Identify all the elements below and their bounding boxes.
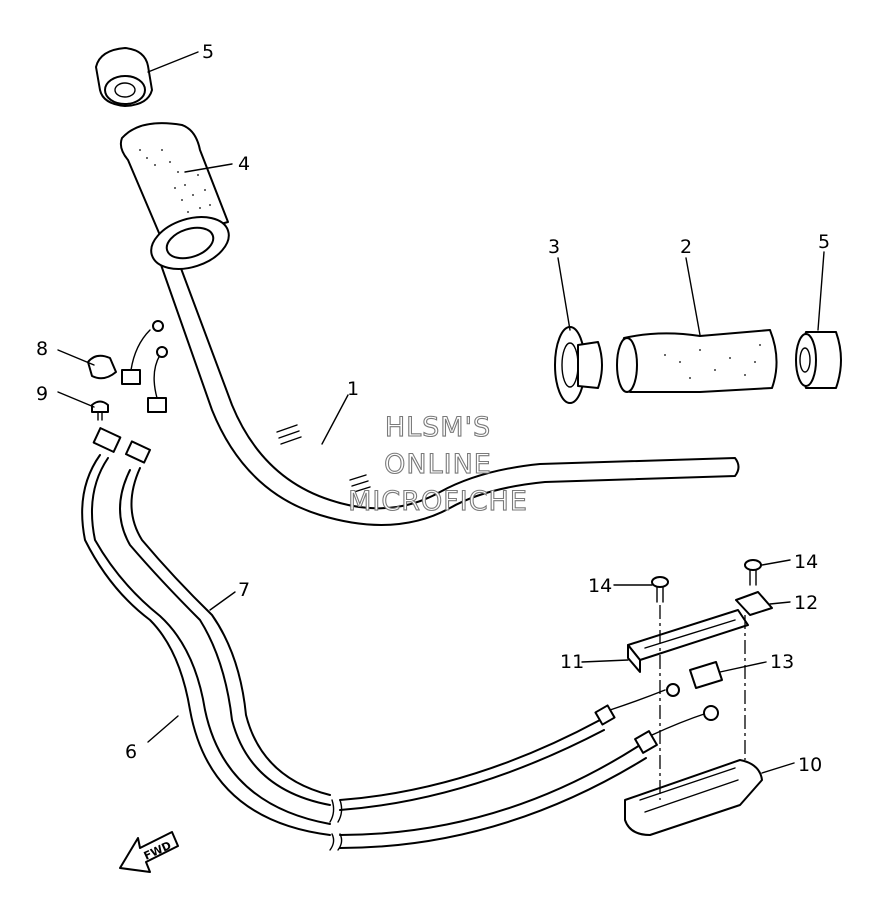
callout-11: 11 — [560, 651, 584, 673]
callout-7: 7 — [238, 579, 250, 601]
callout-6: 6 — [125, 741, 137, 763]
leader-lines — [57, 51, 825, 774]
callout-9: 9 — [36, 383, 48, 405]
callout-14-left: 14 — [588, 575, 612, 597]
callout-5-side: 5 — [818, 231, 830, 253]
left-grip — [616, 329, 778, 393]
callout-3: 3 — [548, 236, 560, 258]
fwd-arrow: FWD — [119, 831, 179, 873]
callout-12: 12 — [794, 592, 818, 614]
switch-cover-plate — [735, 591, 773, 616]
watermark-line3: MICROFICHE — [348, 486, 528, 517]
watermark-line2: ONLINE — [384, 449, 492, 480]
screw — [91, 400, 109, 421]
bar-end-weight-top — [95, 47, 153, 107]
watermark-line1: HLSM'S — [385, 412, 491, 443]
switch-lower-housing — [624, 759, 763, 836]
callout-2: 2 — [680, 236, 692, 258]
throttle-cables — [81, 320, 719, 851]
callout-10: 10 — [798, 754, 822, 776]
callout-8: 8 — [36, 338, 48, 360]
handlebar — [159, 254, 740, 526]
callout-14-right: 14 — [794, 551, 818, 573]
callout-1: 1 — [347, 378, 359, 400]
callouts: 5 4 1 2 3 5 8 9 7 6 10 11 12 13 14 14 — [36, 41, 830, 776]
callout-4: 4 — [238, 153, 250, 175]
screw-b — [744, 559, 762, 586]
throttle-grip — [119, 122, 230, 270]
callout-5-top: 5 — [202, 41, 214, 63]
switch-knob — [689, 661, 723, 689]
switch-upper-housing — [627, 609, 749, 673]
bar-end-plug — [554, 326, 603, 404]
callout-13: 13 — [770, 651, 794, 673]
screw-a — [651, 576, 669, 603]
watermark: HLSM'S ONLINE MICROFICHE — [348, 411, 528, 517]
cable-clip — [87, 354, 117, 380]
bar-end-weight-side — [795, 331, 842, 389]
